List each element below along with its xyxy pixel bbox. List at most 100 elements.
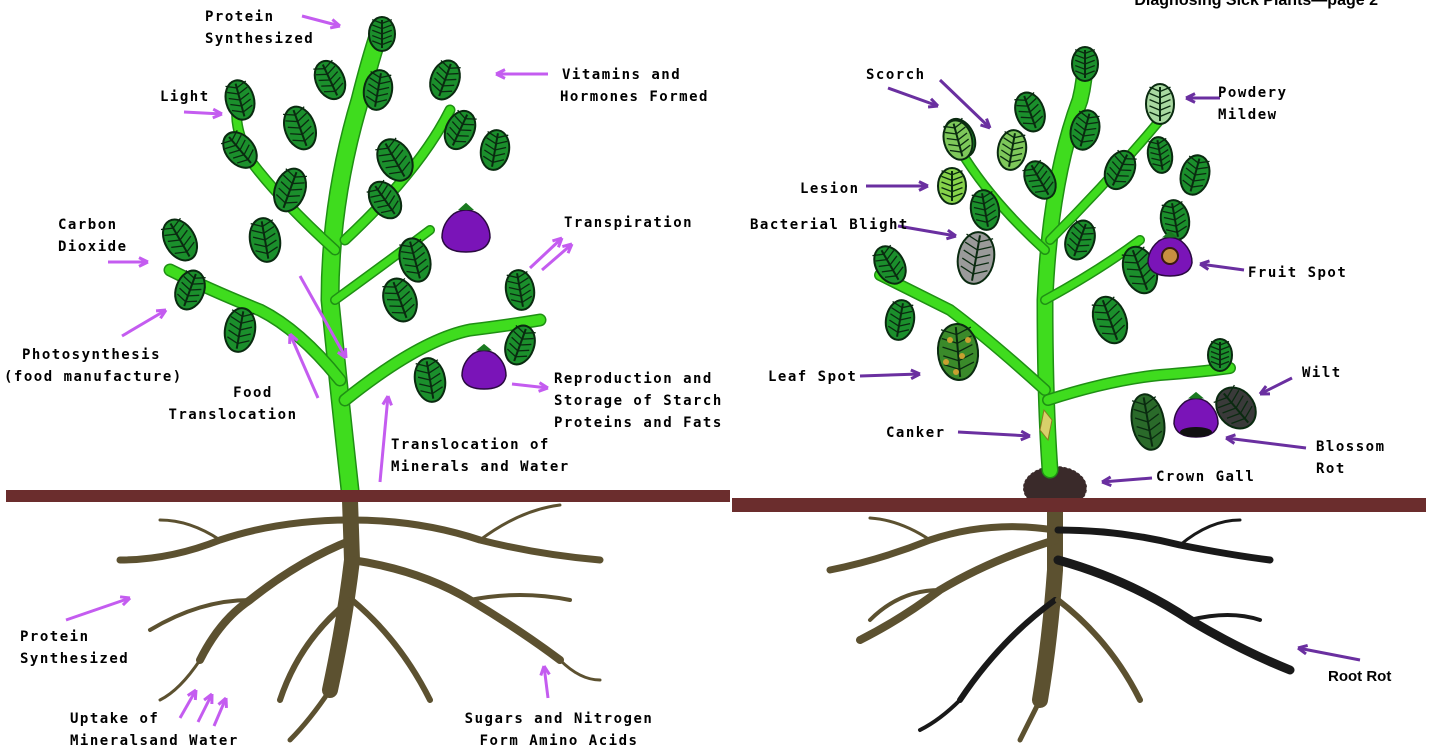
soil-line-right [732, 498, 1426, 512]
label-blossom-rot: Blossom Rot [1316, 436, 1386, 480]
leaf [221, 77, 258, 123]
root [352, 520, 600, 560]
label-sugars-amino-acids: Sugars and Nitrogen Form Amino Acids [456, 708, 662, 752]
root [1020, 700, 1040, 740]
leaf [1087, 292, 1133, 348]
label-line: Hormones Formed [560, 86, 709, 108]
leaf [478, 128, 513, 172]
root [1180, 520, 1240, 545]
root [352, 600, 430, 700]
arrow-shaft [860, 374, 920, 376]
label-line: Translocation [166, 404, 300, 426]
fruit-calyx [476, 344, 492, 351]
label-translocation-minerals: Translocation of Minerals and Water [391, 434, 570, 478]
fruit [462, 344, 506, 389]
leaf [1146, 84, 1174, 124]
root [330, 500, 352, 690]
blossom-rot-mark [1180, 427, 1212, 437]
leaf [246, 216, 283, 265]
root [1058, 530, 1270, 560]
arrow-shaft [1298, 648, 1360, 660]
leaf [1176, 152, 1213, 198]
label-root-rot: Root Rot [1328, 668, 1391, 685]
label-lesion: Lesion [800, 178, 860, 200]
fruit-calyx [1188, 392, 1204, 399]
arrow-shaft [66, 598, 130, 620]
label-canker: Canker [886, 422, 946, 444]
label-leaf-spot: Leaf Spot [768, 366, 857, 388]
leaf-spot-mark [947, 337, 953, 343]
label-photosynthesis: Photosynthesis (food manufacture) [4, 344, 183, 388]
label-line: Synthesized [205, 28, 314, 50]
root [352, 560, 560, 660]
arrow-shaft [530, 238, 562, 268]
label-line: Protein [20, 626, 129, 648]
label-food-translocation: Food Translocation [166, 382, 300, 426]
label-crown-gall: Crown Gall [1156, 466, 1255, 488]
leaf [1208, 339, 1232, 371]
label-line: Form Amino Acids [456, 730, 662, 752]
label-line: Minerals and Water [391, 456, 570, 478]
fruit-body [462, 351, 506, 390]
leaf [995, 128, 1030, 172]
label-powdery-mildew: Powdery Mildew [1218, 82, 1288, 126]
arrow-shaft [940, 80, 990, 128]
label-scorch: Scorch [866, 64, 926, 86]
root [1190, 615, 1260, 620]
arrow-shaft [542, 244, 572, 270]
leaf [883, 298, 918, 342]
label-line: Blossom [1316, 436, 1386, 458]
root [160, 520, 220, 540]
label-line: Proteins and Fats [554, 412, 723, 434]
leaf-spot-mark [959, 353, 965, 359]
leaf [425, 56, 465, 103]
fruit [442, 203, 490, 252]
label-line: Synthesized [20, 648, 129, 670]
root [200, 540, 352, 660]
leaf [1010, 88, 1050, 135]
label-line: Food [166, 382, 300, 404]
leaf [369, 17, 395, 51]
label-line: Dioxide [58, 236, 128, 258]
leaf [1145, 135, 1175, 175]
right-plant-illustration [830, 47, 1290, 740]
leaf [503, 268, 538, 312]
label-vitamins-hormones: Vitamins and Hormones Formed [560, 64, 709, 108]
arrow-shaft [1226, 438, 1306, 448]
root [470, 595, 570, 600]
leaf [954, 229, 998, 286]
label-uptake-minerals: Uptake of Mineralsand Water [70, 708, 239, 752]
leaf [939, 117, 976, 163]
leaf-spot-mark [953, 369, 959, 375]
label-line: Photosynthesis [4, 344, 183, 366]
label-wilt: Wilt [1302, 362, 1342, 384]
label-line: Carbon [58, 214, 128, 236]
label-line: Sugars and Nitrogen [456, 708, 662, 730]
root [560, 660, 600, 680]
arrow-shaft [888, 88, 938, 106]
leaf-spot-mark [943, 359, 949, 365]
arrow-shaft [380, 396, 388, 482]
label-line: (food manufacture) [4, 366, 183, 388]
label-line: Reproduction and [554, 368, 723, 390]
root [1058, 600, 1140, 700]
label-line: Mildew [1218, 104, 1288, 126]
label-line: Vitamins and [560, 64, 709, 86]
leaf [268, 164, 311, 216]
label-protein-synthesized-top: Protein Synthesized [205, 6, 314, 50]
fruit-calyx [458, 203, 474, 210]
root [480, 505, 560, 540]
leaf [938, 168, 966, 204]
label-bacterial-blight: Bacterial Blight [750, 214, 909, 236]
left-plant-illustration [120, 17, 600, 740]
fruit-body [442, 210, 490, 252]
arrow-shaft [958, 432, 1030, 436]
label-line: Rot [1316, 458, 1386, 480]
page-title: Diagnosing Sick Plants—page 2 [1134, 0, 1378, 10]
label-line: Mineralsand Water [70, 730, 239, 752]
leaf [395, 235, 435, 285]
label-line: Uptake of [70, 708, 239, 730]
soil-line-left [6, 490, 730, 502]
label-protein-synthesized-root: Protein Synthesized [20, 626, 129, 670]
